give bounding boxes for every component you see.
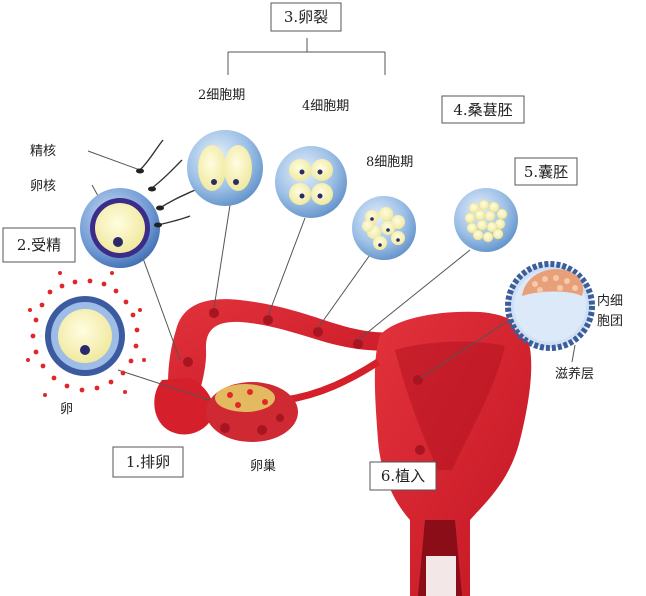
watermark: 知乎用户 bbox=[545, 565, 601, 582]
sperm-tails bbox=[139, 139, 196, 226]
svg-text:6.植入: 6.植入 bbox=[381, 467, 425, 485]
label-blastocyst: 5.囊胚 bbox=[514, 157, 578, 186]
label-egg: 卵 bbox=[60, 402, 73, 417]
morula-stage bbox=[454, 188, 518, 252]
fertilized-egg bbox=[80, 139, 196, 268]
label-ovary: 卵巢 bbox=[250, 459, 276, 474]
two-cell-stage bbox=[187, 130, 263, 206]
corona-dots bbox=[26, 271, 146, 397]
leader-lines bbox=[87, 38, 585, 401]
label-ovulation: 1.排卵 bbox=[112, 446, 184, 478]
label-sperm-nucleus: 精核 bbox=[30, 144, 56, 159]
label-implantation: 6.植入 bbox=[369, 461, 437, 491]
uterine-cavity bbox=[395, 341, 505, 470]
svg-text:5.囊胚: 5.囊胚 bbox=[524, 163, 568, 181]
fallopian-tube bbox=[168, 299, 398, 412]
sperm-heads bbox=[136, 168, 164, 228]
eight-cell-stage bbox=[352, 196, 416, 260]
label-trophoblast: 滋养层 bbox=[555, 366, 594, 382]
fimbriae bbox=[154, 378, 214, 435]
egg-cell bbox=[26, 271, 146, 397]
egg-nucleus bbox=[80, 345, 90, 355]
label-morula: 4.桑葚胚 bbox=[441, 95, 525, 124]
uterus bbox=[154, 299, 532, 596]
svg-text:1.排卵: 1.排卵 bbox=[126, 453, 170, 471]
cervix-opening bbox=[426, 556, 456, 596]
ovarian-ligament bbox=[284, 359, 380, 404]
svg-text:3.卵裂: 3.卵裂 bbox=[284, 8, 328, 26]
svg-text:2.受精: 2.受精 bbox=[17, 236, 61, 254]
ovary bbox=[206, 382, 298, 442]
label-2cell: 2细胞期 bbox=[198, 88, 245, 103]
cleavage-bracket bbox=[227, 38, 386, 75]
blastocyst bbox=[505, 261, 595, 351]
label-4cell: 4细胞期 bbox=[302, 99, 349, 114]
label-inner-cell-mass: 内细 胞团 bbox=[597, 293, 627, 329]
label-egg-nucleus: 卵核 bbox=[30, 179, 56, 194]
four-cell-stage bbox=[275, 146, 347, 218]
label-fertilization: 2.受精 bbox=[2, 227, 76, 263]
svg-text:4.桑葚胚: 4.桑葚胚 bbox=[453, 101, 512, 119]
label-cleavage: 3.卵裂 bbox=[270, 2, 342, 32]
label-8cell: 8细胞期 bbox=[366, 155, 413, 170]
